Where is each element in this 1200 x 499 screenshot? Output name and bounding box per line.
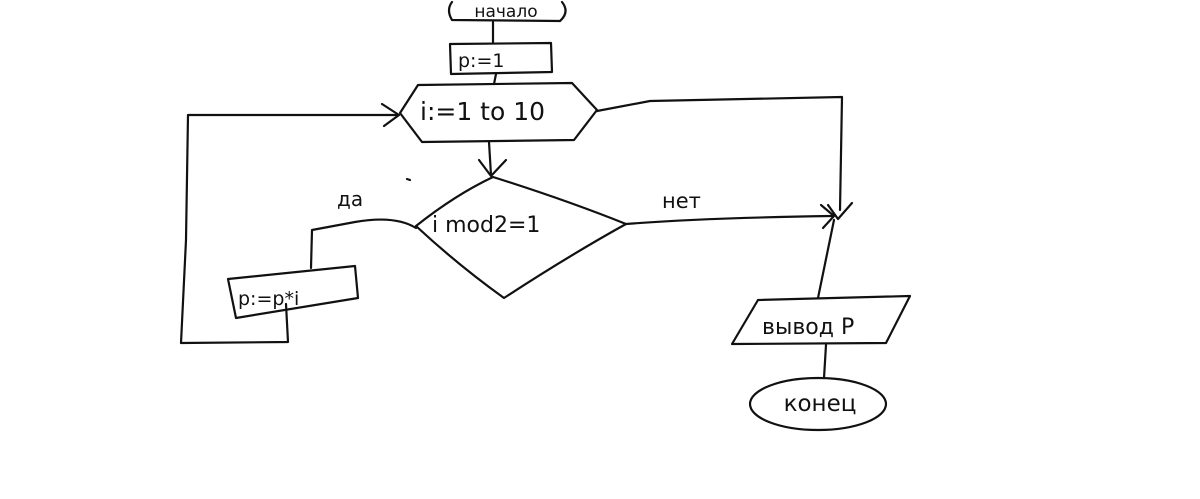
arrowhead-loop-back: [380, 102, 401, 128]
yes-branch-line: [309, 218, 418, 270]
init-process-box: p:=1: [448, 41, 554, 76]
loop-hexagon: i:=1 to 10: [398, 81, 599, 144]
condition-label: i mod2=1: [432, 213, 540, 238]
no-branch-line: [624, 214, 834, 226]
end-terminator: конец: [748, 376, 888, 432]
arrowhead-loop-to-condition: [477, 158, 508, 178]
init-label: p:=1: [458, 50, 504, 72]
yes-label: да: [337, 187, 363, 211]
arrowhead-merge: [826, 201, 854, 221]
loop-back-line: [179, 113, 400, 345]
ink-speck: [405, 177, 412, 182]
start-terminator: начало: [447, 0, 567, 23]
arrow-loop-to-condition: [487, 140, 493, 177]
arrow-merge-to-output: [816, 218, 836, 300]
start-label: начало: [474, 2, 537, 22]
multiply-label: p:=p*i: [238, 288, 299, 310]
multiply-process-box: p:=p*i: [226, 264, 360, 320]
loop-label: i:=1 to 10: [420, 97, 545, 126]
output-parallelogram: вывод P: [730, 294, 912, 346]
arrowhead-no-branch: [819, 203, 836, 230]
condition-diamond: i mod2=1: [414, 175, 628, 300]
arrow-output-to-end: [822, 343, 828, 380]
loop-exit-line: [595, 95, 844, 212]
output-label: вывод P: [762, 315, 854, 340]
end-label: конец: [784, 391, 857, 417]
arrow-init-to-loop: [492, 72, 498, 86]
no-label: нет: [662, 189, 701, 213]
